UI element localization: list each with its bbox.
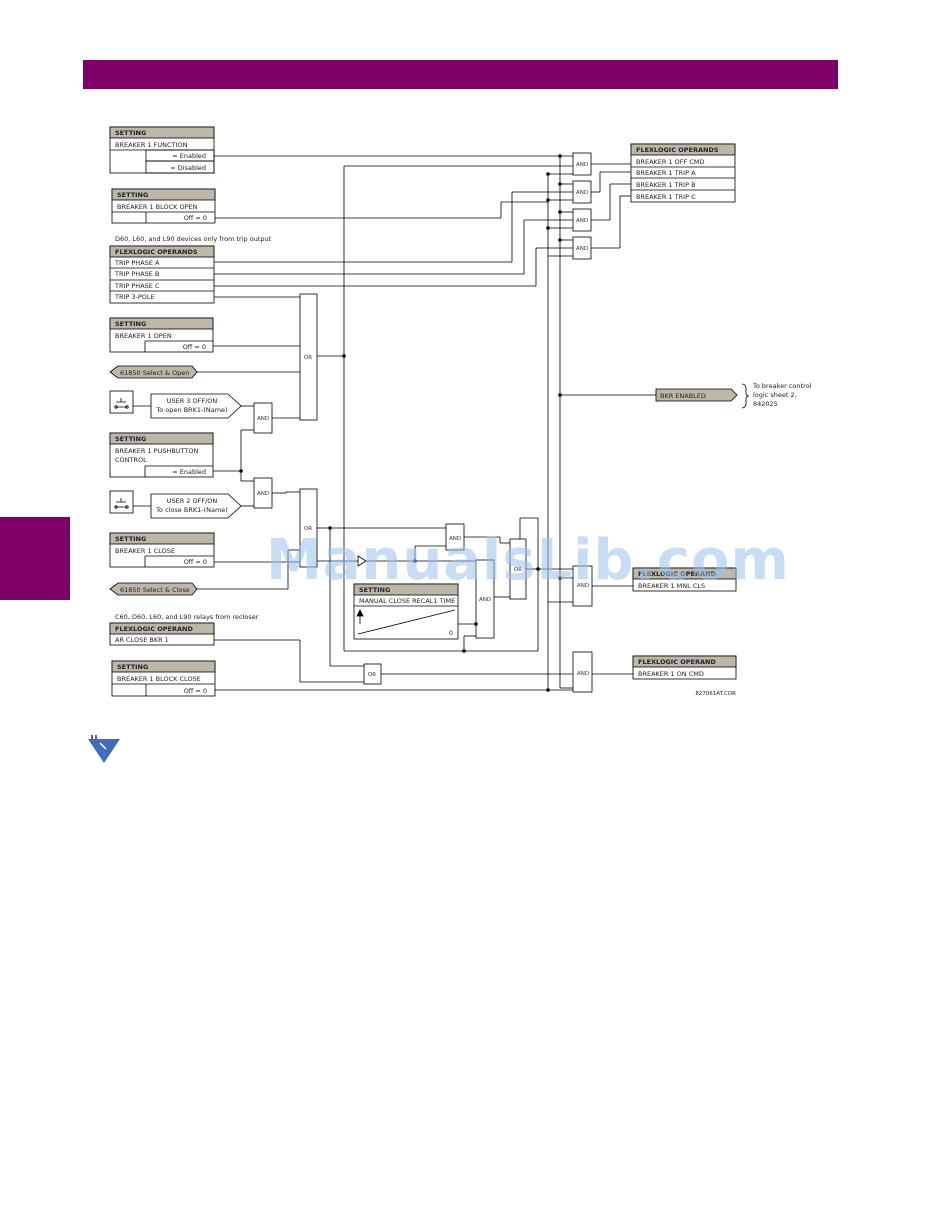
user2-line1: USER 2 OFF/ON [167,497,218,505]
top-header-bar [83,60,838,89]
function-enabled: = Enabled [172,152,206,160]
out-trip-header: FLEXLOGIC OPERANDS [636,146,719,154]
gate-and-4: AND [576,246,588,252]
gate-or-open: OR [304,355,312,361]
gate-and-1: AND [576,162,588,168]
trip-phase-b: TRIP PHASE B [114,270,159,278]
gate-and-6: AND [479,597,491,603]
out-on-title: BREAKER 1 ON CMD [638,670,704,678]
gate-or-3: OR [514,567,522,573]
user3-line2: To open BRK1-(Name) [155,406,227,414]
gate-and-2: AND [576,190,588,196]
out-off-cmd: BREAKER 1 OFF CMD [636,158,705,166]
user3-line1: USER 3 OFF/ON [167,397,218,405]
block-open-header: SETTING [117,191,148,199]
gate-or-close: OR [304,526,312,532]
open-header: SETTING [115,320,146,328]
trip-phase-c: TRIP PHASE C [114,282,160,290]
gate-and-3: AND [576,218,588,224]
pushbutton-title-2: CONTROL [115,456,147,464]
trip-phase-a: TRIP PHASE A [114,259,160,267]
trip-output-note: D60, L60, and L90 devices only from trip… [115,235,272,243]
function-disabled: = Disabled [170,164,206,172]
gate-and-user3: AND [257,416,269,422]
recloser-note: C60, D60, L60, and L90 relays from reclo… [115,613,259,621]
close-header: SETTING [115,535,146,543]
recal-header: SETTING [359,586,390,594]
recal-value: 0 [449,629,453,637]
gate-and-mnl: AND [577,583,589,589]
function-title: BREAKER 1 FUNCTION [115,141,188,149]
recal-title: MANUAL CLOSE RECAL1 TIME [359,597,455,605]
block-open-title: BREAKER 1 BLOCK OPEN [117,203,198,211]
block-close-value: Off = 0 [184,687,207,695]
bkr-enabled-tag: BKR ENABLED [660,392,706,400]
out-on-header: FLEXLOGIC OPERAND [638,658,716,666]
gate-and-user2: AND [257,491,269,497]
close-value: Off = 0 [184,558,207,566]
pushbutton-value: = Enabled [172,468,206,476]
to-sheet-3: 842025 [753,400,778,408]
drawing-id: 827061AT.CDR [695,691,736,697]
watermark: ManualsLib.com [266,528,790,593]
trip-operands-header: FLEXLOGIC OPERANDS [115,248,198,256]
gate-and-on: AND [577,671,589,677]
open-title: BREAKER 1 OPEN [115,332,172,340]
open-value: Off = 0 [183,343,206,351]
gate-or-ar: OR [368,672,376,678]
chapter-side-tab [0,517,70,600]
pushbutton-header: SETTING [115,435,146,443]
block-close-header: SETTING [117,663,148,671]
select-close-tag: 61850 Select & Close [120,586,190,594]
gate-and-5: AND [449,536,461,542]
out-trip-a: BREAKER 1 TRIP A [636,169,696,177]
out-trip-c: BREAKER 1 TRIP C [636,193,696,201]
ge-triangle-logo-icon [88,735,120,763]
out-mnl-header: FLEXLOGIC OPERAND [638,570,716,578]
close-title: BREAKER 1 CLOSE [115,547,175,555]
select-open-tag: 61850 Select & Open [120,369,189,377]
out-trip-b: BREAKER 1 TRIP B [636,181,696,189]
block-open-value: Off = 0 [184,214,207,222]
ar-close-header: FLEXLOGIC OPERAND [115,625,193,633]
to-sheet-2: logic sheet 2, [753,391,797,399]
trip-3-pole: TRIP 3-POLE [114,293,155,301]
user2-line2: To close BRK1-(Name) [155,506,228,514]
out-mnl-title: BREAKER 1 MNL CLS [638,582,705,590]
function-header: SETTING [115,129,146,137]
to-sheet-1: To breaker control [752,382,812,390]
ar-close-title: AR CLOSE BKR 1 [115,636,169,644]
block-close-title: BREAKER 1 BLOCK CLOSE [117,675,201,683]
pushbutton-title-1: BREAKER 1 PUSHBUTTON [115,447,199,455]
